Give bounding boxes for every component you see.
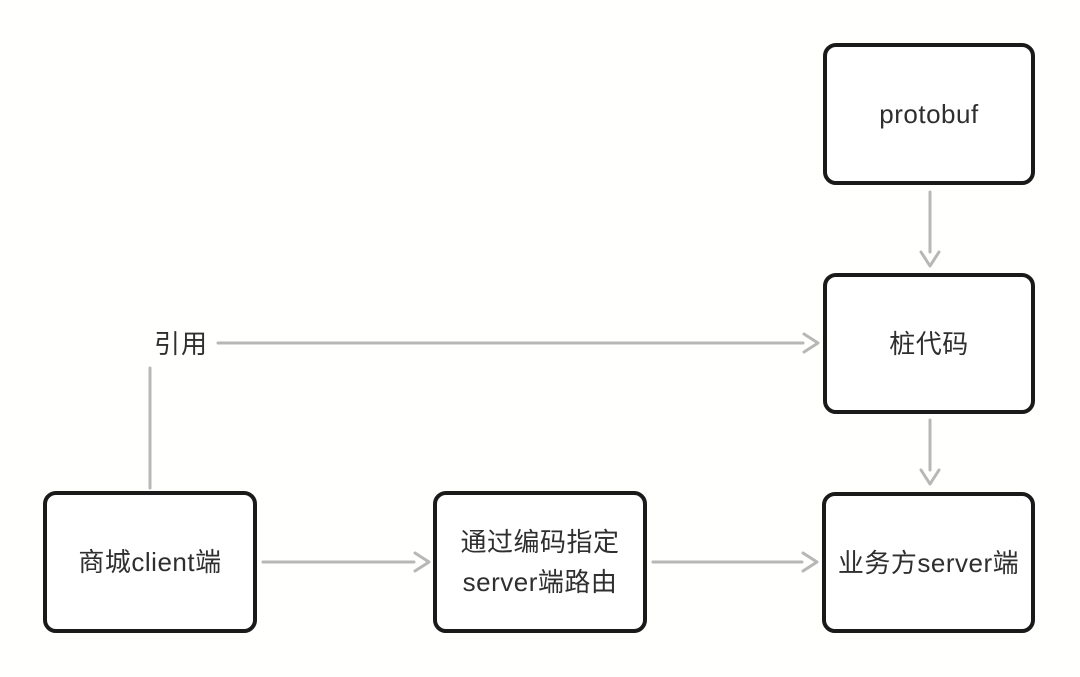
node-business-server: 业务方server端: [822, 492, 1035, 633]
node-mall-client: 商城client端: [43, 491, 257, 633]
node-routing: 通过编码指定 server端路由: [433, 491, 647, 633]
arrow-routing-to-business-server: [651, 551, 819, 573]
arrow-stub-code-to-business-server: [919, 418, 941, 486]
node-stub-code-label: 桩代码: [889, 328, 969, 359]
node-routing-label-line1: 通过编码指定: [460, 527, 620, 557]
node-mall-client-label: 商城client端: [78, 547, 222, 577]
node-protobuf: protobuf: [823, 43, 1035, 185]
node-protobuf-label: protobuf: [879, 99, 979, 129]
edge-label-reference: 引用: [154, 329, 209, 359]
node-routing-label-line2: server端路由: [462, 567, 618, 597]
node-stub-code: 桩代码: [823, 273, 1035, 414]
arrow-reference-to-stub-code: [216, 332, 820, 354]
arrow-mall-client-to-routing: [261, 551, 431, 573]
arrow-protobuf-to-stub-code: [919, 190, 941, 268]
node-business-server-label: 业务方server端: [837, 547, 1020, 578]
